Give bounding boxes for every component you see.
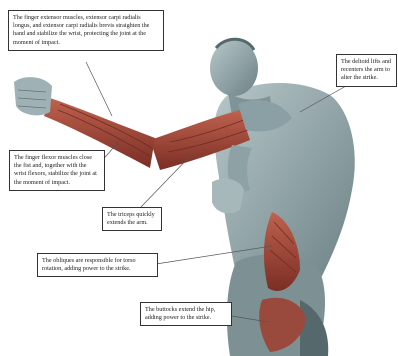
extended-fist	[14, 77, 52, 115]
callout-finger-extensors: The finger extensor muscles, extensor ca…	[8, 10, 164, 51]
guard-fist	[212, 179, 244, 214]
callout-deltoid: The deltoid lifts and recenters the arm …	[336, 54, 397, 87]
callout-obliques: The obliques are responsible for torso r…	[37, 253, 158, 277]
callout-triceps: The triceps quickly extends the arm.	[102, 207, 162, 231]
callout-finger-flexors: The finger flexor muscles close the fist…	[9, 150, 105, 191]
callout-buttocks: The buttocks extend the hip, adding powe…	[140, 302, 232, 326]
